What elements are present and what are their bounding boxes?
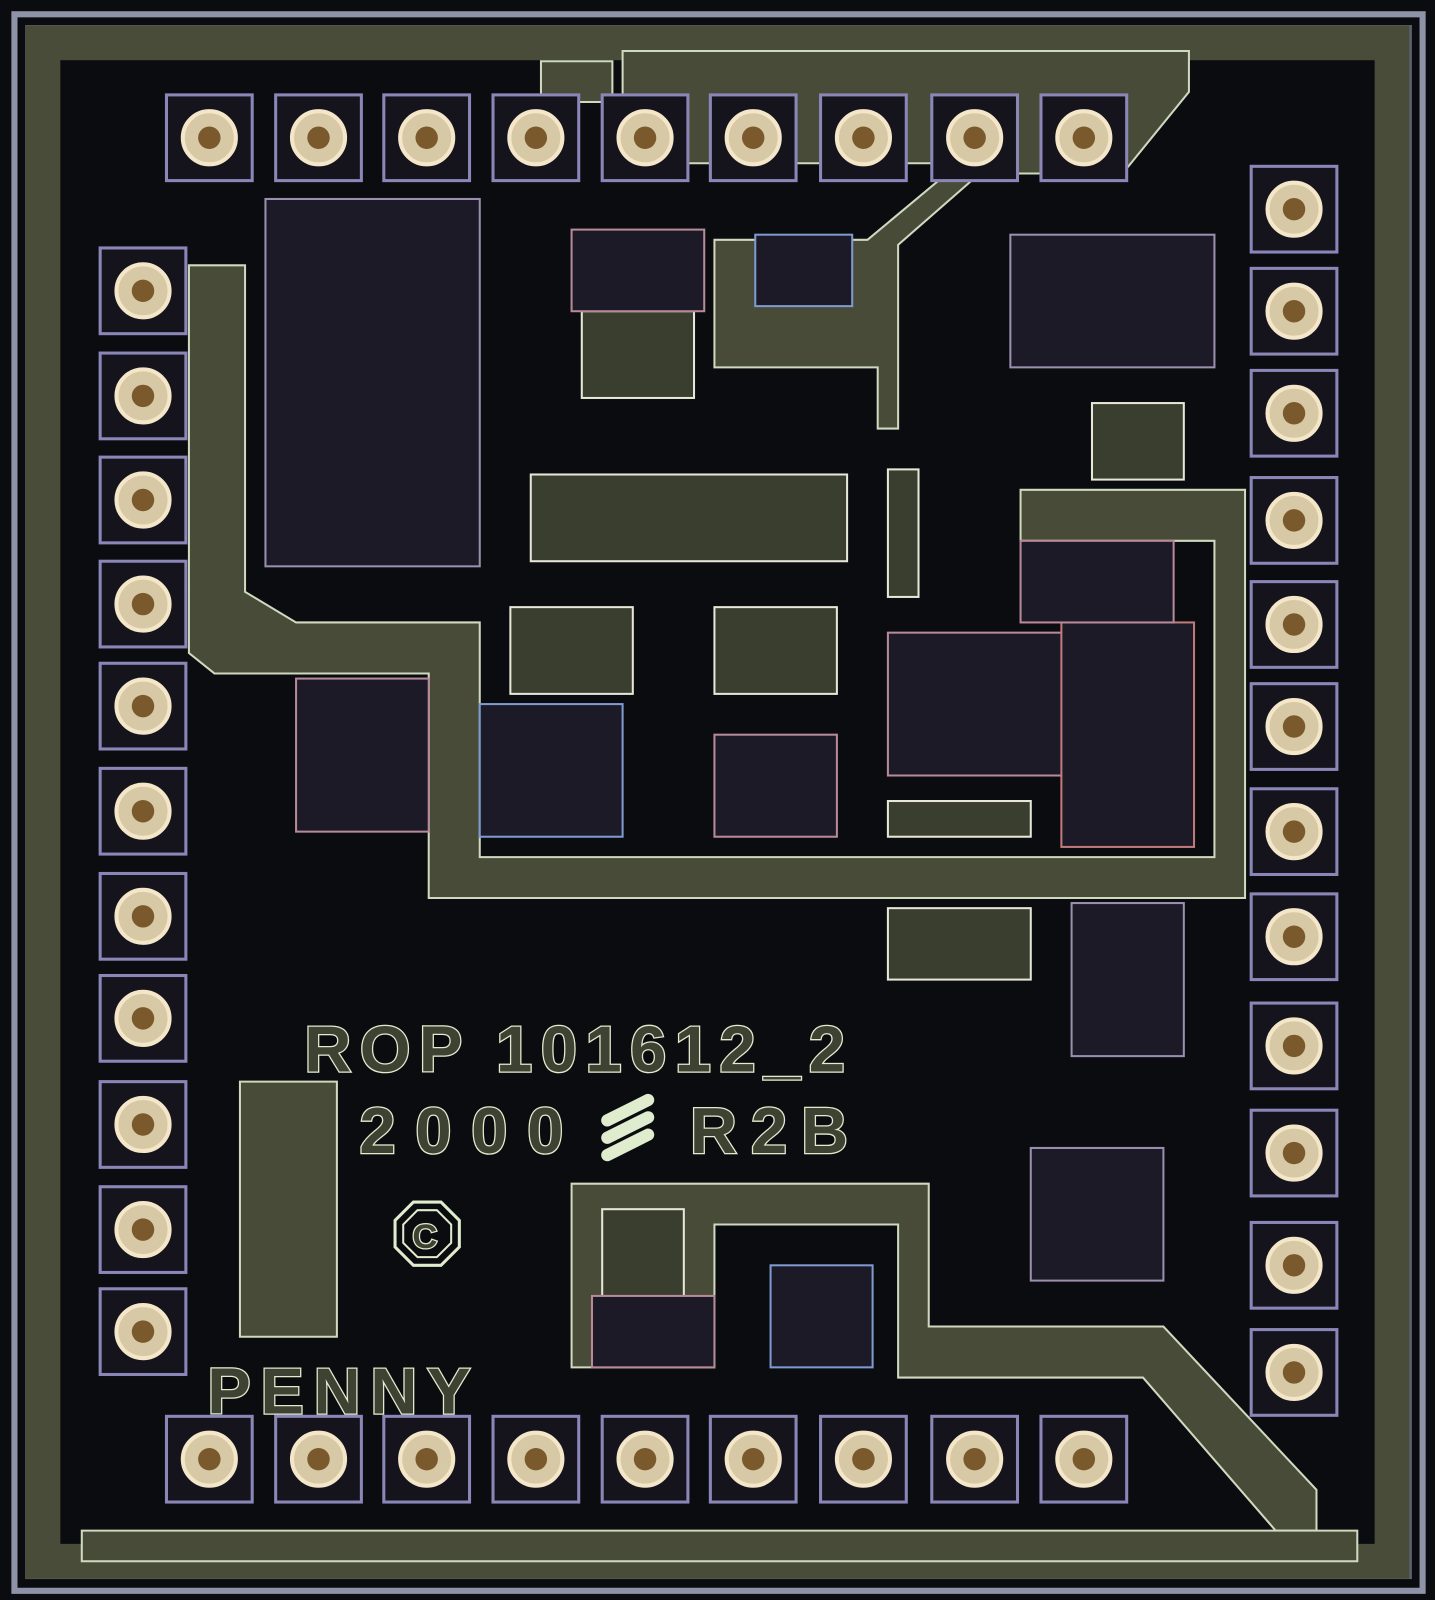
bond-pad-center <box>1282 820 1306 843</box>
bond-pad-center <box>963 1447 986 1471</box>
bond-pad-center <box>1282 197 1306 221</box>
revision-marking: R2B <box>690 1094 848 1167</box>
ericsson-logo <box>601 1093 655 1162</box>
bond-pad-center <box>1282 715 1306 738</box>
bond-pad-center <box>1282 925 1306 948</box>
bond-pad-center <box>1282 1141 1306 1165</box>
bond-pad-center <box>307 1447 330 1471</box>
bond-pad-center <box>131 384 155 408</box>
bond-pad-center <box>1282 613 1306 636</box>
bond-pad-center <box>131 1007 155 1030</box>
bond-pad-center <box>131 1218 155 1241</box>
bond-pad-center <box>741 126 765 149</box>
bond-pad-center <box>852 1447 875 1471</box>
bond-pad-center <box>524 126 548 149</box>
bond-pad-center <box>963 126 986 149</box>
bond-pad-center <box>131 1320 155 1343</box>
bond-pad-center <box>633 1447 657 1471</box>
bond-pad-center <box>131 592 155 616</box>
circuit-blocks <box>264 197 1216 1369</box>
bond-pad-center <box>131 279 155 303</box>
bond-pad-center <box>1282 402 1306 425</box>
bond-pads <box>98 93 1339 1504</box>
bond-pad-center <box>633 126 657 149</box>
die-seal-ring-outer <box>11 11 1426 1594</box>
copyright-letter: C <box>412 1218 437 1256</box>
bond-pad-center <box>415 1447 438 1471</box>
bond-pad-center <box>524 1447 548 1471</box>
bond-pad-center <box>1072 1447 1096 1471</box>
part-number-marking: ROP 101612_2 <box>304 1012 845 1085</box>
capacitor-arrays <box>509 310 1185 1303</box>
bond-pad-center <box>415 126 438 149</box>
bond-pad-center <box>198 1447 221 1471</box>
bond-pad-center <box>1282 300 1306 323</box>
bond-pad-center <box>852 126 875 149</box>
bond-pad-center <box>1282 1254 1306 1277</box>
bond-pad-center <box>741 1447 765 1471</box>
bond-pad-center <box>1282 509 1306 532</box>
bond-pad-center <box>131 905 155 928</box>
bond-pad-center <box>1072 126 1096 149</box>
chip-name-marking: PENNY <box>207 1354 470 1427</box>
bond-pad-center <box>131 694 155 718</box>
bond-pad-center <box>1282 1034 1306 1058</box>
copyright-symbol: C <box>393 1200 461 1267</box>
bond-pad-center <box>131 800 155 823</box>
bond-pad-center <box>307 126 330 149</box>
bond-pad-center <box>131 1113 155 1136</box>
bond-pad-center <box>198 126 221 149</box>
bond-pad-center <box>1282 1361 1306 1384</box>
bond-pad-center <box>131 488 155 512</box>
